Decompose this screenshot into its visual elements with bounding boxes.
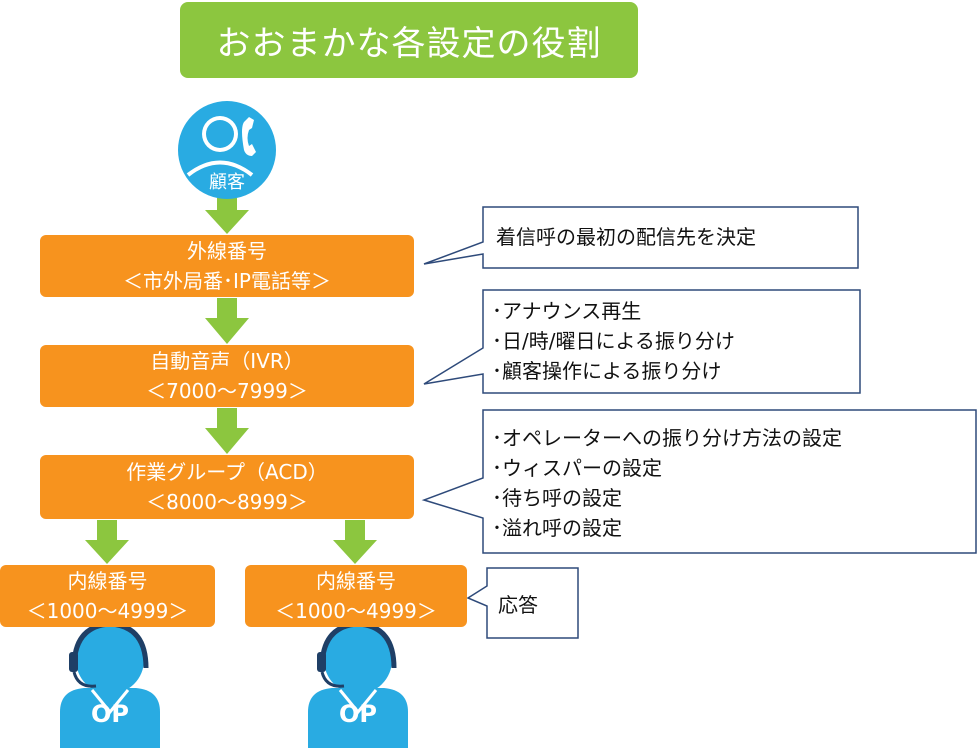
arrow-down-2 (205, 298, 249, 344)
ivr-range: ＜7000～7999＞ (146, 379, 308, 403)
callout-frame-external (423, 206, 859, 269)
callout-acd-line: ･溢れ呼の設定 (492, 516, 622, 540)
operator-label-left: OP (91, 700, 129, 728)
extension-right-range: ＜1000～4999＞ (275, 599, 437, 623)
extension-left-range: ＜1000～4999＞ (26, 599, 189, 623)
customer-avatar (178, 101, 276, 199)
acd-title: 作業グループ（ACD） (126, 460, 328, 484)
external-number-box: 外線番号 ＜市外局番･IP電話等＞ (40, 235, 414, 297)
arrow-down-right (333, 520, 377, 564)
callout-extension: 応答 (498, 590, 538, 620)
customer-label: 顧客 (209, 172, 245, 193)
arrow-down-1 (205, 198, 249, 234)
external-number-range: ＜市外局番･IP電話等＞ (123, 269, 331, 293)
callout-acd-line: ･オペレーターへの振り分け方法の設定 (492, 426, 842, 450)
arrow-down-left (85, 520, 129, 564)
operator-avatar-right (308, 621, 408, 748)
callout-ivr-line: ･顧客操作による振り分け (492, 359, 722, 383)
acd-box: 作業グループ（ACD） ＜8000～8999＞ (40, 455, 414, 519)
callout-external-line: 着信呼の最初の配信先を決定 (496, 225, 756, 249)
callout-extension-line: 応答 (498, 593, 538, 617)
callout-ivr: ･アナウンス再生 ･日/時/曜日による振り分け ･顧客操作による振り分け (492, 296, 735, 386)
callout-frame-acd (421, 409, 977, 554)
external-number-title: 外線番号 (187, 239, 267, 263)
callout-acd-line: ･待ち呼の設定 (492, 486, 622, 510)
operator-label-right: OP (339, 700, 377, 728)
callout-frame-ivr (423, 289, 861, 394)
operator-avatar-left (60, 621, 160, 748)
page-title: おおまかな各設定の役割 (180, 2, 638, 78)
arrow-down-3 (205, 408, 249, 454)
extension-box-left: 内線番号 ＜1000～4999＞ (0, 565, 215, 627)
callout-acd: ･オペレーターへの振り分け方法の設定 ･ウィスパーの設定 ･待ち呼の設定 ･溢れ… (492, 423, 842, 543)
ivr-title: 自動音声（IVR） (150, 349, 304, 373)
callout-frame-extension (466, 567, 579, 639)
extension-box-right: 内線番号 ＜1000～4999＞ (245, 565, 467, 627)
extension-right-title: 内線番号 (316, 569, 396, 593)
callout-ivr-line: ･日/時/曜日による振り分け (492, 329, 735, 353)
callout-external: 着信呼の最初の配信先を決定 (496, 222, 756, 252)
callout-ivr-line: ･アナウンス再生 (492, 299, 642, 323)
acd-range: ＜8000～8999＞ (146, 490, 308, 514)
extension-left-title: 内線番号 (67, 569, 148, 593)
ivr-box: 自動音声（IVR） ＜7000～7999＞ (40, 345, 414, 407)
callout-acd-line: ･ウィスパーの設定 (492, 456, 662, 480)
